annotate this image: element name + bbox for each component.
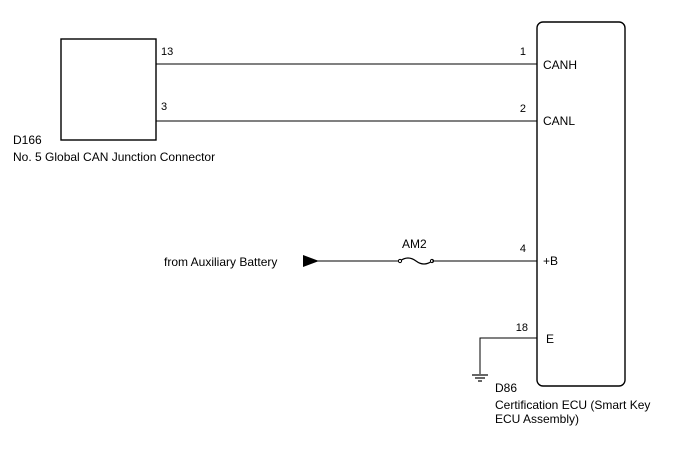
ground-wire [479,337,537,374]
ecu-pin-canh: 1 [520,46,526,58]
ecu-code: D86 [495,381,517,395]
junction-name: No. 5 Global CAN Junction Connector [13,150,215,164]
ecu-name-line2: ECU Assembly) [495,412,579,426]
ground-icon [472,374,488,382]
fuse-label: AM2 [402,237,427,251]
ecu-name-line1: Certification ECU (Smart Key [495,398,650,412]
ecu-box [536,21,626,387]
source-label: from Auxiliary Battery [164,255,277,269]
fuse-symbol [399,257,433,265]
junction-pin-canh: 13 [161,46,173,58]
junction-code: D166 [13,133,42,147]
ecu-terminal-canh: CANH [543,58,577,72]
junction-connector-box [60,38,157,141]
fuse-terminal-left [397,258,403,264]
ecu-terminal-canl: CANL [543,114,575,128]
ecu-pin-e: 18 [516,322,528,334]
battery-arrow-icon [303,255,319,267]
ecu-pin-canl: 2 [520,103,526,115]
ecu-terminal-e: E [546,332,554,346]
junction-pin-canl: 3 [161,101,167,113]
ecu-terminal-b: +B [543,254,558,268]
ecu-pin-b: 4 [520,243,526,255]
